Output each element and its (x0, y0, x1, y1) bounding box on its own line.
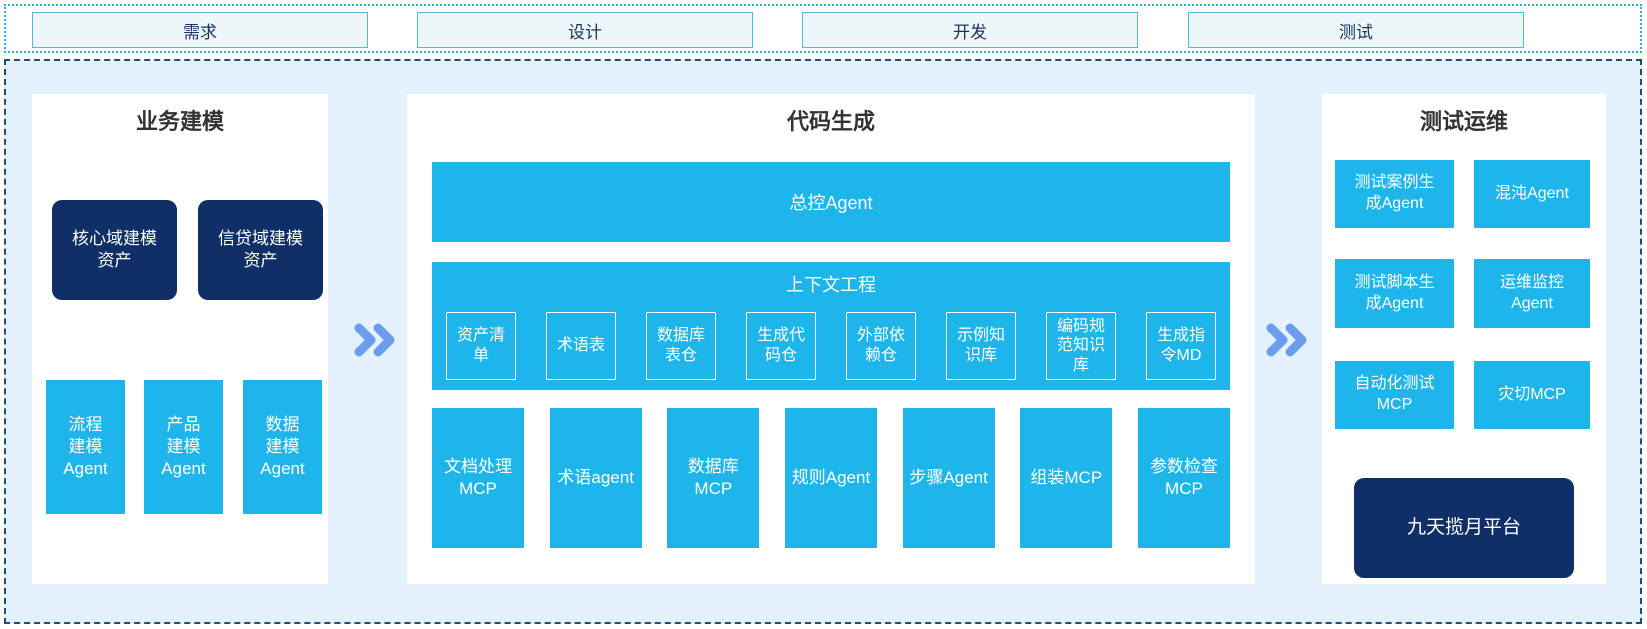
generated-code-repo-box: 生成代 码仓 (746, 312, 816, 380)
glossary-box: 术语表 (546, 312, 616, 380)
panel-test-ops: 测试运维 测试案例生 成Agent 混沌Agent 测试脚本生 成Agent 运… (1322, 94, 1606, 584)
generation-instruction-md-box: 生成指 令MD (1146, 312, 1216, 380)
phase-box-design: 设计 (417, 12, 753, 48)
steps-agent-box: 步骤Agent (902, 408, 995, 548)
core-domain-modeling-assets-box: 核心域建模 资产 (52, 200, 177, 300)
double-chevron-icon (354, 323, 395, 357)
data-modeling-agent-box: 数据 建模 Agent (243, 380, 322, 514)
asset-list-box: 资产清 单 (446, 312, 516, 380)
process-modeling-agent-box: 流程 建模 Agent (46, 380, 125, 514)
context-engineering-section: 上下文工程 资产清 单 术语表 数据库 表仓 生成代 码仓 外部依 赖仓 示例知… (432, 262, 1230, 390)
ops-monitoring-agent-box: 运维监控 Agent (1474, 259, 1590, 328)
test-script-generation-agent-box: 测试脚本生 成Agent (1335, 259, 1454, 328)
coding-standards-kb-box: 编码规 范知识 库 (1046, 312, 1116, 380)
phase-box-requirements: 需求 (32, 12, 368, 48)
master-control-agent-bar: 总控Agent (432, 162, 1230, 242)
param-check-mcp-box: 参数检查 MCP (1137, 408, 1230, 548)
credit-domain-modeling-assets-box: 信贷域建模 资产 (198, 200, 323, 300)
automated-testing-mcp-box: 自动化测试 MCP (1335, 361, 1454, 429)
panel-code-generation: 代码生成 总控Agent 上下文工程 资产清 单 术语表 数据库 表仓 生成代 … (407, 94, 1255, 584)
db-table-repo-box: 数据库 表仓 (646, 312, 716, 380)
double-chevron-icon (1266, 323, 1307, 357)
phase-box-development: 开发 (802, 12, 1138, 48)
database-mcp-box: 数据库 MCP (667, 408, 760, 548)
main-container: 业务建模 核心域建模 资产 信贷域建模 资产 流程 建模 Agent 产品 建模… (4, 59, 1642, 624)
product-modeling-agent-box: 产品 建模 Agent (144, 380, 223, 514)
context-engineering-row: 资产清 单 术语表 数据库 表仓 生成代 码仓 外部依 赖仓 示例知 识库 编码… (446, 312, 1216, 380)
panel-title-test-ops: 测试运维 (1419, 109, 1508, 134)
panel-business-modeling: 业务建模 核心域建模 资产 信贷域建模 资产 流程 建模 Agent 产品 建模… (32, 94, 328, 584)
panel-title-code-generation: 代码生成 (786, 109, 875, 134)
jiutian-lanyue-platform-box: 九天揽月平台 (1354, 478, 1574, 578)
terminology-agent-box: 术语agent (549, 408, 642, 548)
context-engineering-title: 上下文工程 (786, 275, 876, 295)
assembly-mcp-box: 组装MCP (1020, 408, 1113, 548)
phase-bar: 需求 设计 开发 测试 (4, 4, 1642, 53)
panel-title-business-modeling: 业务建模 (135, 109, 224, 134)
code-generation-bottom-row: 文档处理 MCP 术语agent 数据库 MCP 规则Agent 步骤Agent… (432, 408, 1230, 548)
phase-box-testing: 测试 (1188, 12, 1524, 48)
external-deps-repo-box: 外部依 赖仓 (846, 312, 916, 380)
example-knowledge-base-box: 示例知 识库 (946, 312, 1016, 380)
doc-processing-mcp-box: 文档处理 MCP (432, 408, 524, 548)
disaster-switch-mcp-box: 灾切MCP (1474, 361, 1590, 429)
rules-agent-box: 规则Agent (784, 408, 877, 548)
chaos-agent-box: 混沌Agent (1474, 160, 1590, 228)
test-case-generation-agent-box: 测试案例生 成Agent (1335, 160, 1454, 228)
